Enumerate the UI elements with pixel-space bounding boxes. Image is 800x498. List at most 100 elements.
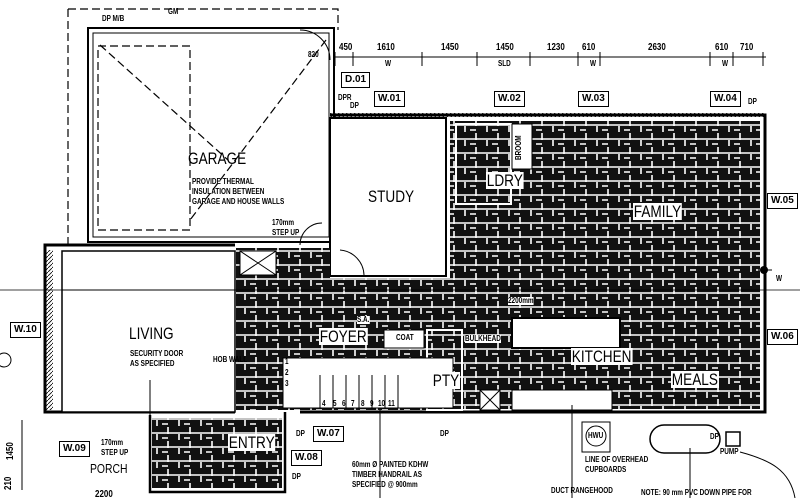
kitchen-island [511, 317, 621, 349]
note-line: 170mm [101, 438, 124, 447]
garage-walls [87, 27, 335, 243]
note-dp-2: DP [748, 97, 757, 106]
note-gm: GM [168, 7, 179, 16]
note-rangehood: DUCT RANGEHOOD [551, 486, 613, 495]
window-tag-w03: W.03 [578, 91, 609, 107]
note-line: PROVIDE THERMAL [192, 177, 254, 186]
note-line: STEP UP [101, 448, 129, 457]
note-dpr: DPR [338, 93, 352, 102]
note-dp-5: DP [292, 472, 301, 481]
note-line: SECURITY DOOR [130, 349, 184, 358]
dim-top-1: 1610 [377, 42, 395, 53]
hwu-label: HWU [588, 431, 604, 440]
garage-roof-outline [67, 8, 339, 245]
note-line: TIMBER HANDRAIL AS [352, 470, 423, 479]
note-handrail: 60mm Ø PAINTED KDHW TIMBER HANDRAIL AS S… [352, 460, 428, 490]
stair-step: 2 [285, 368, 289, 377]
note-bulkhead: BULKHEAD [465, 334, 501, 343]
note-line: AS SPECIFIED [130, 359, 175, 368]
tap-label-w: W [776, 274, 783, 283]
note-dp-mb: DP M/B [102, 14, 125, 23]
room-label-entry: ENTRY [228, 433, 276, 452]
note-pvc-downpipe: NOTE: 90 mm PVC DOWN PIPE FOR [641, 488, 752, 497]
entry-hatch [152, 418, 282, 488]
stair-step: 7 [351, 399, 355, 408]
room-label-study: STUDY [368, 187, 415, 206]
note-line: GARAGE AND HOUSE WALLS [192, 197, 285, 206]
dim-left: 1450 [5, 442, 16, 460]
dim-sub-w3: W [722, 59, 729, 68]
room-label-living: LIVING [129, 324, 174, 343]
window-tag-w04: W.04 [710, 91, 741, 107]
window-tag-w06: W.06 [767, 329, 798, 345]
room-label-broom: BROOM [514, 135, 523, 160]
note-security-door: SECURITY DOOR AS SPECIFIED [130, 349, 183, 369]
note-dp-3: DP [296, 429, 305, 438]
note-door-820: 820 [308, 50, 319, 59]
stairs [282, 357, 454, 409]
stair-step: 3 [285, 379, 289, 388]
study-room [329, 117, 447, 277]
note-dp-1: DP [350, 101, 359, 110]
stair-step: 4 [322, 399, 326, 408]
note-dp-6: DP [710, 432, 719, 441]
window-tag-w09: W.09 [59, 441, 90, 457]
stair-step: 5 [333, 399, 337, 408]
note-step-up-garage: 170mm STEP UP [272, 218, 299, 238]
window-tag-w08: W.08 [291, 450, 322, 466]
note-overhead-cupboards: LINE OF OVERHEAD CUPBOARDS [585, 455, 648, 475]
note-smoke-alarm: S.A. [357, 315, 370, 324]
window-tag-w02: W.02 [494, 91, 525, 107]
dim-sub-w2: W [590, 59, 597, 68]
note-line: CUPBOARDS [585, 465, 627, 474]
stair-step: 8 [361, 399, 365, 408]
window-tag-w01: W.01 [374, 91, 405, 107]
note-line: 170mm [272, 218, 295, 227]
pump [725, 431, 741, 447]
dim-bottom: 2200 [95, 489, 113, 498]
note-line: STEP UP [272, 228, 300, 237]
dim-top-0: 450 [339, 42, 353, 53]
window-tag-w10: W.10 [10, 322, 41, 338]
note-line: SPECIFIED @ 900mm [352, 480, 418, 489]
dim-top-8: 710 [740, 42, 754, 53]
note-step-up-porch: 170mm STEP UP [101, 438, 128, 458]
living-room [61, 250, 236, 413]
room-label-kitchen: KITCHEN [571, 347, 633, 366]
note-line: INSULATION BETWEEN [192, 187, 265, 196]
dim-top-4: 1230 [547, 42, 565, 53]
room-label-porch: PORCH [90, 461, 128, 476]
door-tag-d01: D.01 [341, 72, 371, 88]
note-dp-4: DP [440, 429, 449, 438]
stair-step: 6 [342, 399, 346, 408]
window-tag-w07: W.07 [313, 426, 344, 442]
water-tank [649, 424, 721, 454]
stair-step: 9 [370, 399, 374, 408]
pump-label: PUMP [720, 447, 739, 456]
dim-top-2: 1450 [441, 42, 459, 53]
note-line: 60mm Ø PAINTED KDHW [352, 460, 429, 469]
note-hob-wall: HOB WALL [213, 355, 248, 364]
dim-bench: 2200mm [508, 296, 534, 305]
stair-step: 1 [285, 357, 289, 366]
stair-step: 11 [388, 399, 395, 408]
note-line: LINE OF OVERHEAD [585, 455, 649, 464]
room-label-coat: COAT [396, 333, 414, 342]
note-thermal-insulation: PROVIDE THERMAL INSULATION BETWEEN GARAG… [192, 177, 284, 207]
stair-step: 10 [378, 399, 386, 408]
dim-sub-sld: SLD [498, 59, 511, 68]
dim-top-5: 610 [582, 42, 596, 53]
room-label-family: FAMILY [633, 202, 682, 221]
dim-sub-w1: W [385, 59, 392, 68]
room-label-foyer: FOYER [319, 327, 368, 346]
dim-left-small: 210 [3, 476, 14, 490]
room-label-garage: GARAGE [188, 149, 247, 168]
dim-top-7: 610 [715, 42, 729, 53]
room-label-pantry: PTY [432, 371, 461, 390]
dim-top-3: 1450 [496, 42, 514, 53]
room-label-meals: MEALS [671, 370, 719, 389]
room-label-laundry: LDRY [486, 171, 524, 190]
window-tag-w05: W.05 [767, 193, 798, 209]
dim-top-6: 2630 [648, 42, 666, 53]
